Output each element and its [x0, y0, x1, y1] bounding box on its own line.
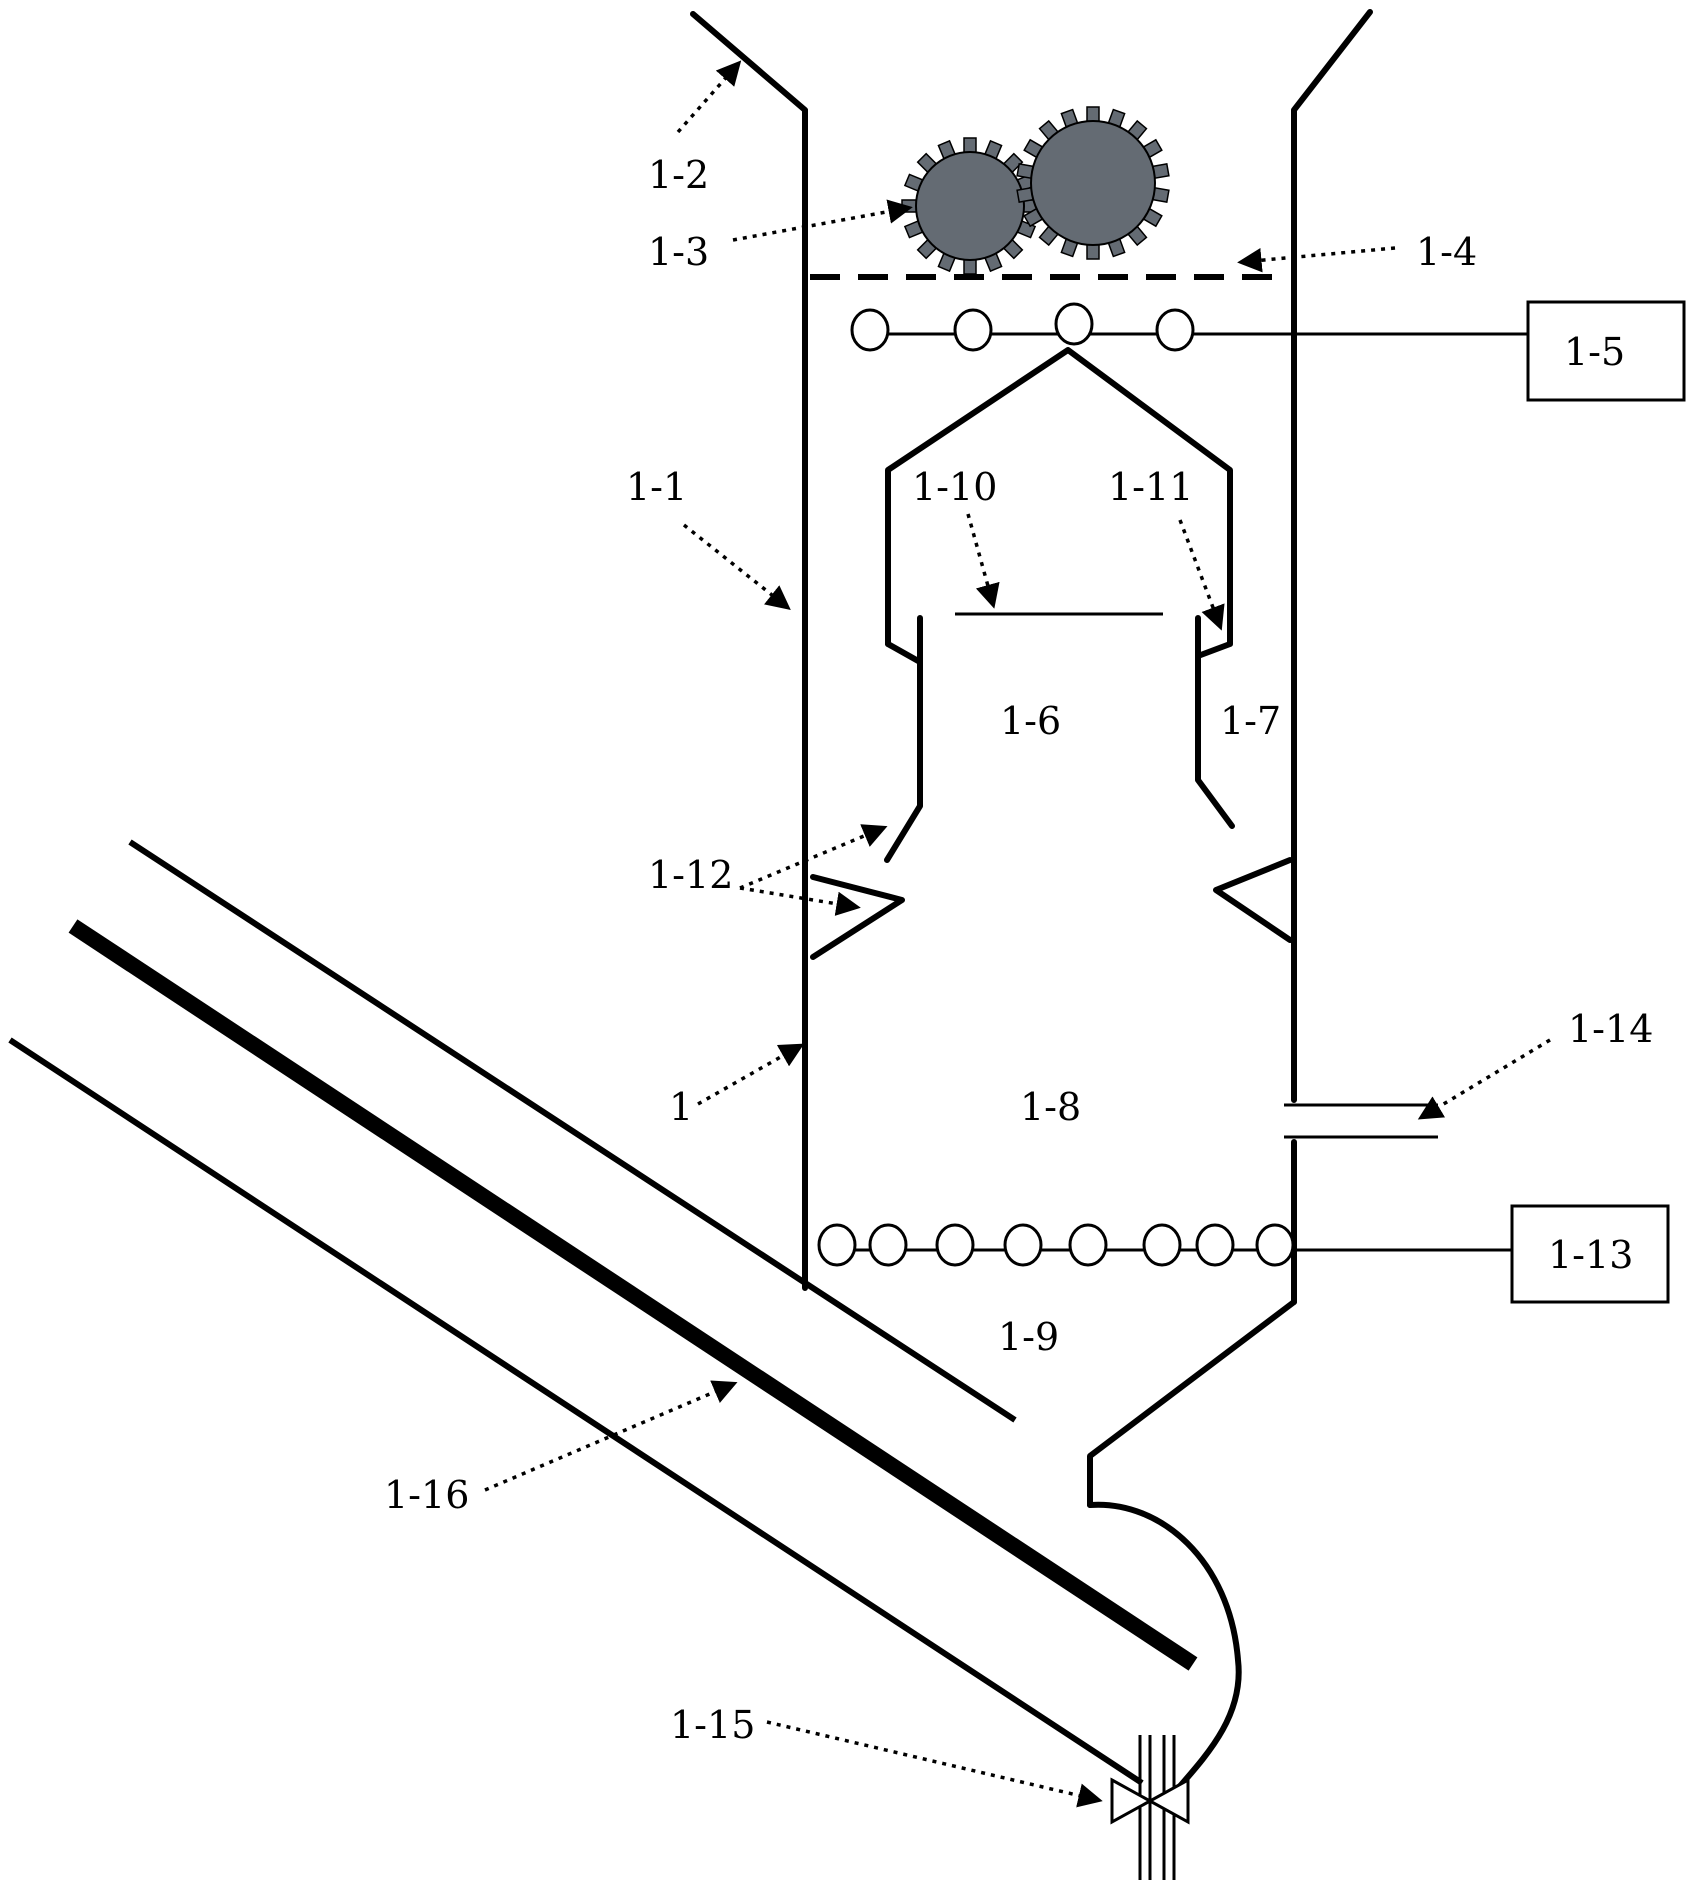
label-1-8: 1-8	[1020, 1085, 1081, 1129]
label-1-6: 1-6	[1000, 699, 1061, 743]
label-1-4: 1-4	[1416, 230, 1477, 274]
label-1-5: 1-5	[1564, 330, 1625, 374]
inclined-pipe	[10, 842, 1193, 1783]
label-1-2: 1-2	[648, 153, 709, 197]
label-1-1: 1-1	[626, 465, 687, 509]
label-1-12: 1-12	[648, 853, 733, 897]
upper-distributor	[852, 302, 1684, 400]
crusher-gears	[902, 107, 1169, 274]
label-1: 1	[669, 1085, 693, 1129]
side-port	[1284, 1105, 1438, 1137]
labels: 1-2 1-3 1-4 1-5 1-1 1-10 1-11 1-6 1-7 1-…	[384, 153, 1653, 1747]
label-1-15: 1-15	[670, 1703, 755, 1747]
label-1-7: 1-7	[1220, 699, 1281, 743]
large-gear	[1017, 107, 1169, 259]
label-1-11: 1-11	[1108, 465, 1193, 509]
label-1-9: 1-9	[998, 1315, 1059, 1359]
small-gear	[902, 138, 1038, 274]
label-1-10: 1-10	[912, 465, 997, 509]
label-1-14: 1-14	[1568, 1007, 1653, 1051]
gear-body	[1031, 121, 1155, 245]
valve	[1112, 1735, 1188, 1880]
gear-body	[916, 152, 1024, 260]
lower-distributor	[819, 1206, 1668, 1302]
label-1-13: 1-13	[1548, 1233, 1633, 1277]
label-1-16: 1-16	[384, 1473, 469, 1517]
vessel-shell	[693, 12, 1370, 1800]
inner-chamber	[887, 350, 1232, 860]
label-1-3: 1-3	[648, 230, 709, 274]
deflector-cones	[813, 860, 1290, 957]
